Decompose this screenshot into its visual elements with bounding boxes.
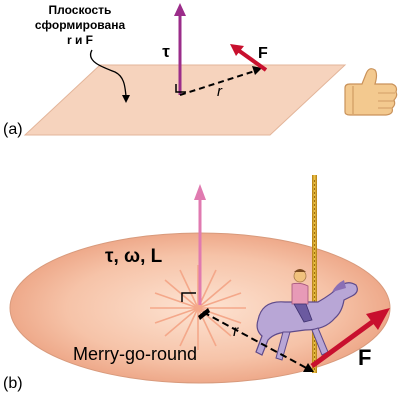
panel-b: τ, ω, L r F Merry-go-round (b) (3, 175, 391, 392)
r-vector-b-head (303, 363, 314, 372)
r-label-b: r (233, 323, 239, 340)
force-vector-a (236, 48, 268, 72)
panel-b-label: (b) (3, 375, 23, 392)
force-label-b: F (358, 345, 371, 370)
panel-a-label: (a) (3, 121, 23, 138)
r-vector-a (179, 69, 259, 96)
force-vector-b (310, 317, 377, 369)
carousel-horse-rider-icon (255, 269, 358, 361)
tau-label-a: τ (162, 42, 170, 61)
plane-caption-line1: Плоскость (49, 3, 112, 17)
plane-caption-line2: сформирована (35, 18, 126, 32)
r-label-a: r (217, 83, 223, 100)
caption-pointer-arrow (89, 49, 127, 97)
force-vector-a-head (230, 44, 244, 56)
r-vector-b-tail-tick (198, 308, 210, 320)
force-label-a: F (258, 45, 268, 62)
force-vector-b-head (366, 308, 390, 330)
plane-caption-line3: r и F (67, 33, 93, 47)
right-angle-marker-b (181, 292, 196, 302)
symbols-label-b: τ, ω, L (105, 246, 163, 267)
plane-rf (23, 64, 347, 136)
panel-a: Плоскость сформирована r и F τ r F (a) (3, 3, 398, 138)
right-angle-marker-a (175, 84, 186, 93)
tau-vector-a-head (174, 3, 186, 16)
caption-pointer-head (122, 95, 130, 103)
merry-go-round-caption: Merry-go-round (73, 344, 197, 364)
r-vector-a-head (252, 66, 262, 75)
r-vector-b (202, 311, 311, 371)
angular-vector-b-head (194, 184, 206, 200)
thumbs-up-hand-icon (344, 68, 398, 116)
